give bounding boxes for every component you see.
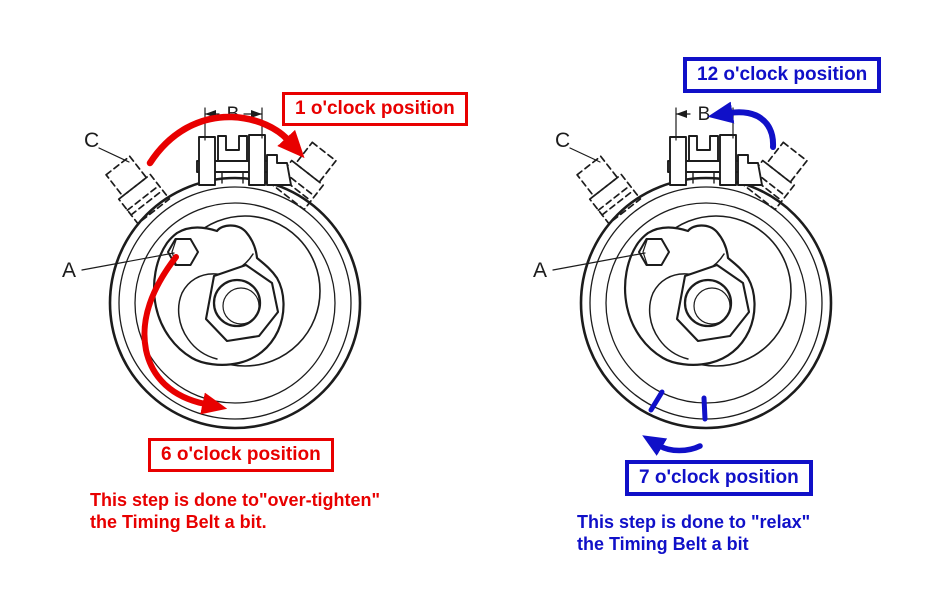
- caption-line: This step is done to"over-tighten": [90, 490, 381, 510]
- caption-line: the Timing Belt a bit: [577, 534, 749, 554]
- label-b-right: B: [698, 104, 711, 125]
- callout-12-oclock-position: 12 o'clock position: [683, 57, 882, 93]
- label-a-left: A: [62, 259, 76, 282]
- alignment-tick-left: [648, 389, 665, 413]
- callout-7-oclock-position: 7 o'clock position: [625, 460, 813, 496]
- tensioner-drawing-left: [80, 106, 362, 430]
- alignment-tick-right: [701, 395, 708, 422]
- rotate-to-12-oclock-arrow: [707, 101, 777, 150]
- label-a-right: A: [533, 259, 547, 282]
- rotate-to-6-oclock-arrow: [141, 254, 228, 415]
- caption-over-tighten: This step is done to"over-tighten" the T…: [90, 489, 380, 533]
- caption-relax: This step is done to "relax" the Timing …: [577, 511, 810, 555]
- label-c-left: C: [84, 129, 99, 152]
- callout-1-oclock-position: 1 o'clock position: [282, 92, 468, 126]
- tensioner-drawing-right: [551, 106, 833, 430]
- callout-6-oclock-position: 6 o'clock position: [148, 438, 334, 472]
- caption-line: This step is done to "relax": [577, 512, 811, 532]
- red-annotations: [141, 113, 305, 415]
- label-c-right: C: [555, 129, 570, 152]
- rotate-to-1-oclock-arrow: [146, 113, 305, 167]
- caption-line: the Timing Belt a bit.: [90, 512, 267, 532]
- blue-annotations: [642, 101, 777, 456]
- rotate-to-7-oclock-arrow: [642, 435, 703, 456]
